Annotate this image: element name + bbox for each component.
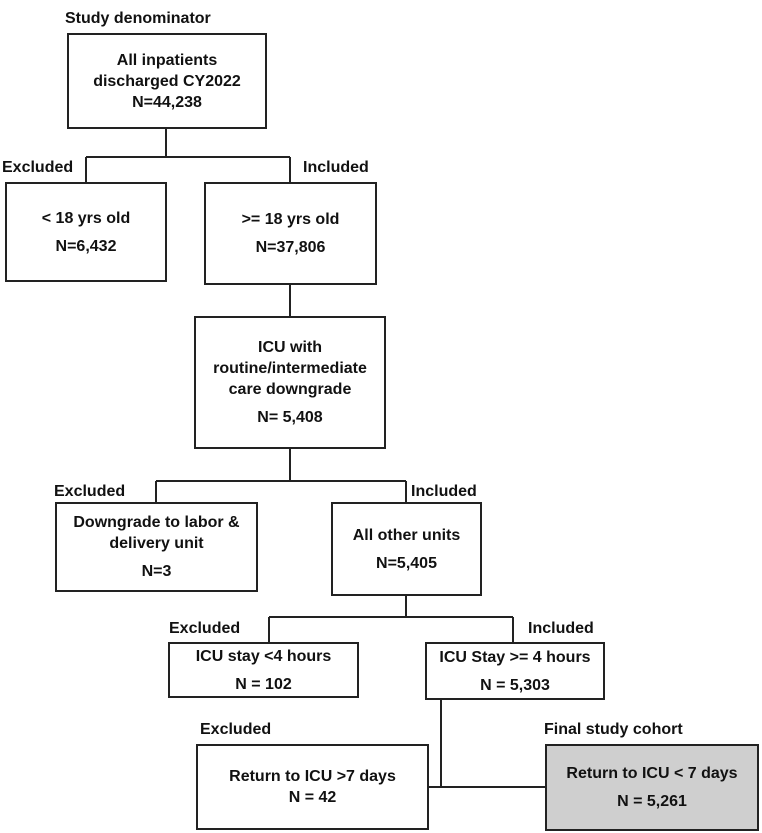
box-text: >= 18 yrs old — [241, 211, 340, 228]
box-other-units: All other units N=5,405 — [331, 502, 482, 596]
box-text: ICU Stay >= 4 hours — [439, 648, 591, 666]
box-icu-stay-4-plus: ICU Stay >= 4 hours N = 5,303 — [425, 642, 605, 700]
box-return-over-7: Return to ICU >7 days N = 42 — [196, 744, 429, 830]
box-count: N=37,806 — [255, 239, 326, 256]
box-text: All inpatients — [116, 51, 218, 69]
label-excluded-stay: Excluded — [169, 620, 241, 637]
box-count: N = 5,303 — [480, 676, 550, 694]
box-icu-stay-under-4: ICU stay <4 hours N = 102 — [168, 642, 359, 698]
label-included-age: Included — [303, 159, 369, 176]
box-text: care downgrade — [228, 381, 352, 398]
box-labor-delivery: Downgrade to labor & delivery unit N=3 — [55, 502, 258, 592]
label-included-unit: Included — [411, 483, 477, 500]
label-excluded-return: Excluded — [200, 721, 272, 738]
box-count: N = 5,261 — [617, 793, 687, 810]
box-text: < 18 yrs old — [41, 209, 131, 227]
box-all-inpatients: All inpatients discharged CY2022 N=44,23… — [67, 33, 267, 129]
label-included-stay: Included — [528, 620, 594, 637]
box-under-18: < 18 yrs old N=6,432 — [5, 182, 167, 282]
box-18-and-over: >= 18 yrs old N=37,806 — [204, 182, 377, 285]
box-text: discharged CY2022 — [93, 72, 241, 90]
box-count: N=44,238 — [132, 93, 202, 111]
box-count: N=6,432 — [55, 237, 117, 255]
label-excluded-unit: Excluded — [54, 483, 126, 500]
box-count: N=5,405 — [376, 554, 437, 572]
box-final-cohort: Return to ICU < 7 days N = 5,261 — [545, 744, 759, 831]
box-text: ICU with — [258, 339, 322, 356]
box-count: N = 42 — [288, 789, 337, 806]
box-count: N=3 — [141, 563, 172, 580]
box-count: N= 5,408 — [257, 409, 323, 426]
box-text: Return to ICU >7 days — [229, 768, 396, 785]
box-text: ICU stay <4 hours — [195, 647, 332, 665]
box-icu-downgrade: ICU with routine/intermediate care downg… — [194, 316, 386, 449]
box-text: Downgrade to labor & — [73, 514, 240, 531]
box-text: delivery unit — [109, 535, 204, 552]
label-final-cohort: Final study cohort — [544, 721, 683, 738]
label-study-denominator: Study denominator — [65, 10, 211, 27]
box-text: All other units — [352, 526, 461, 544]
label-excluded-age: Excluded — [2, 159, 74, 176]
box-count: N = 102 — [235, 675, 292, 693]
box-text: routine/intermediate — [213, 360, 367, 377]
box-text: Return to ICU < 7 days — [566, 765, 738, 782]
